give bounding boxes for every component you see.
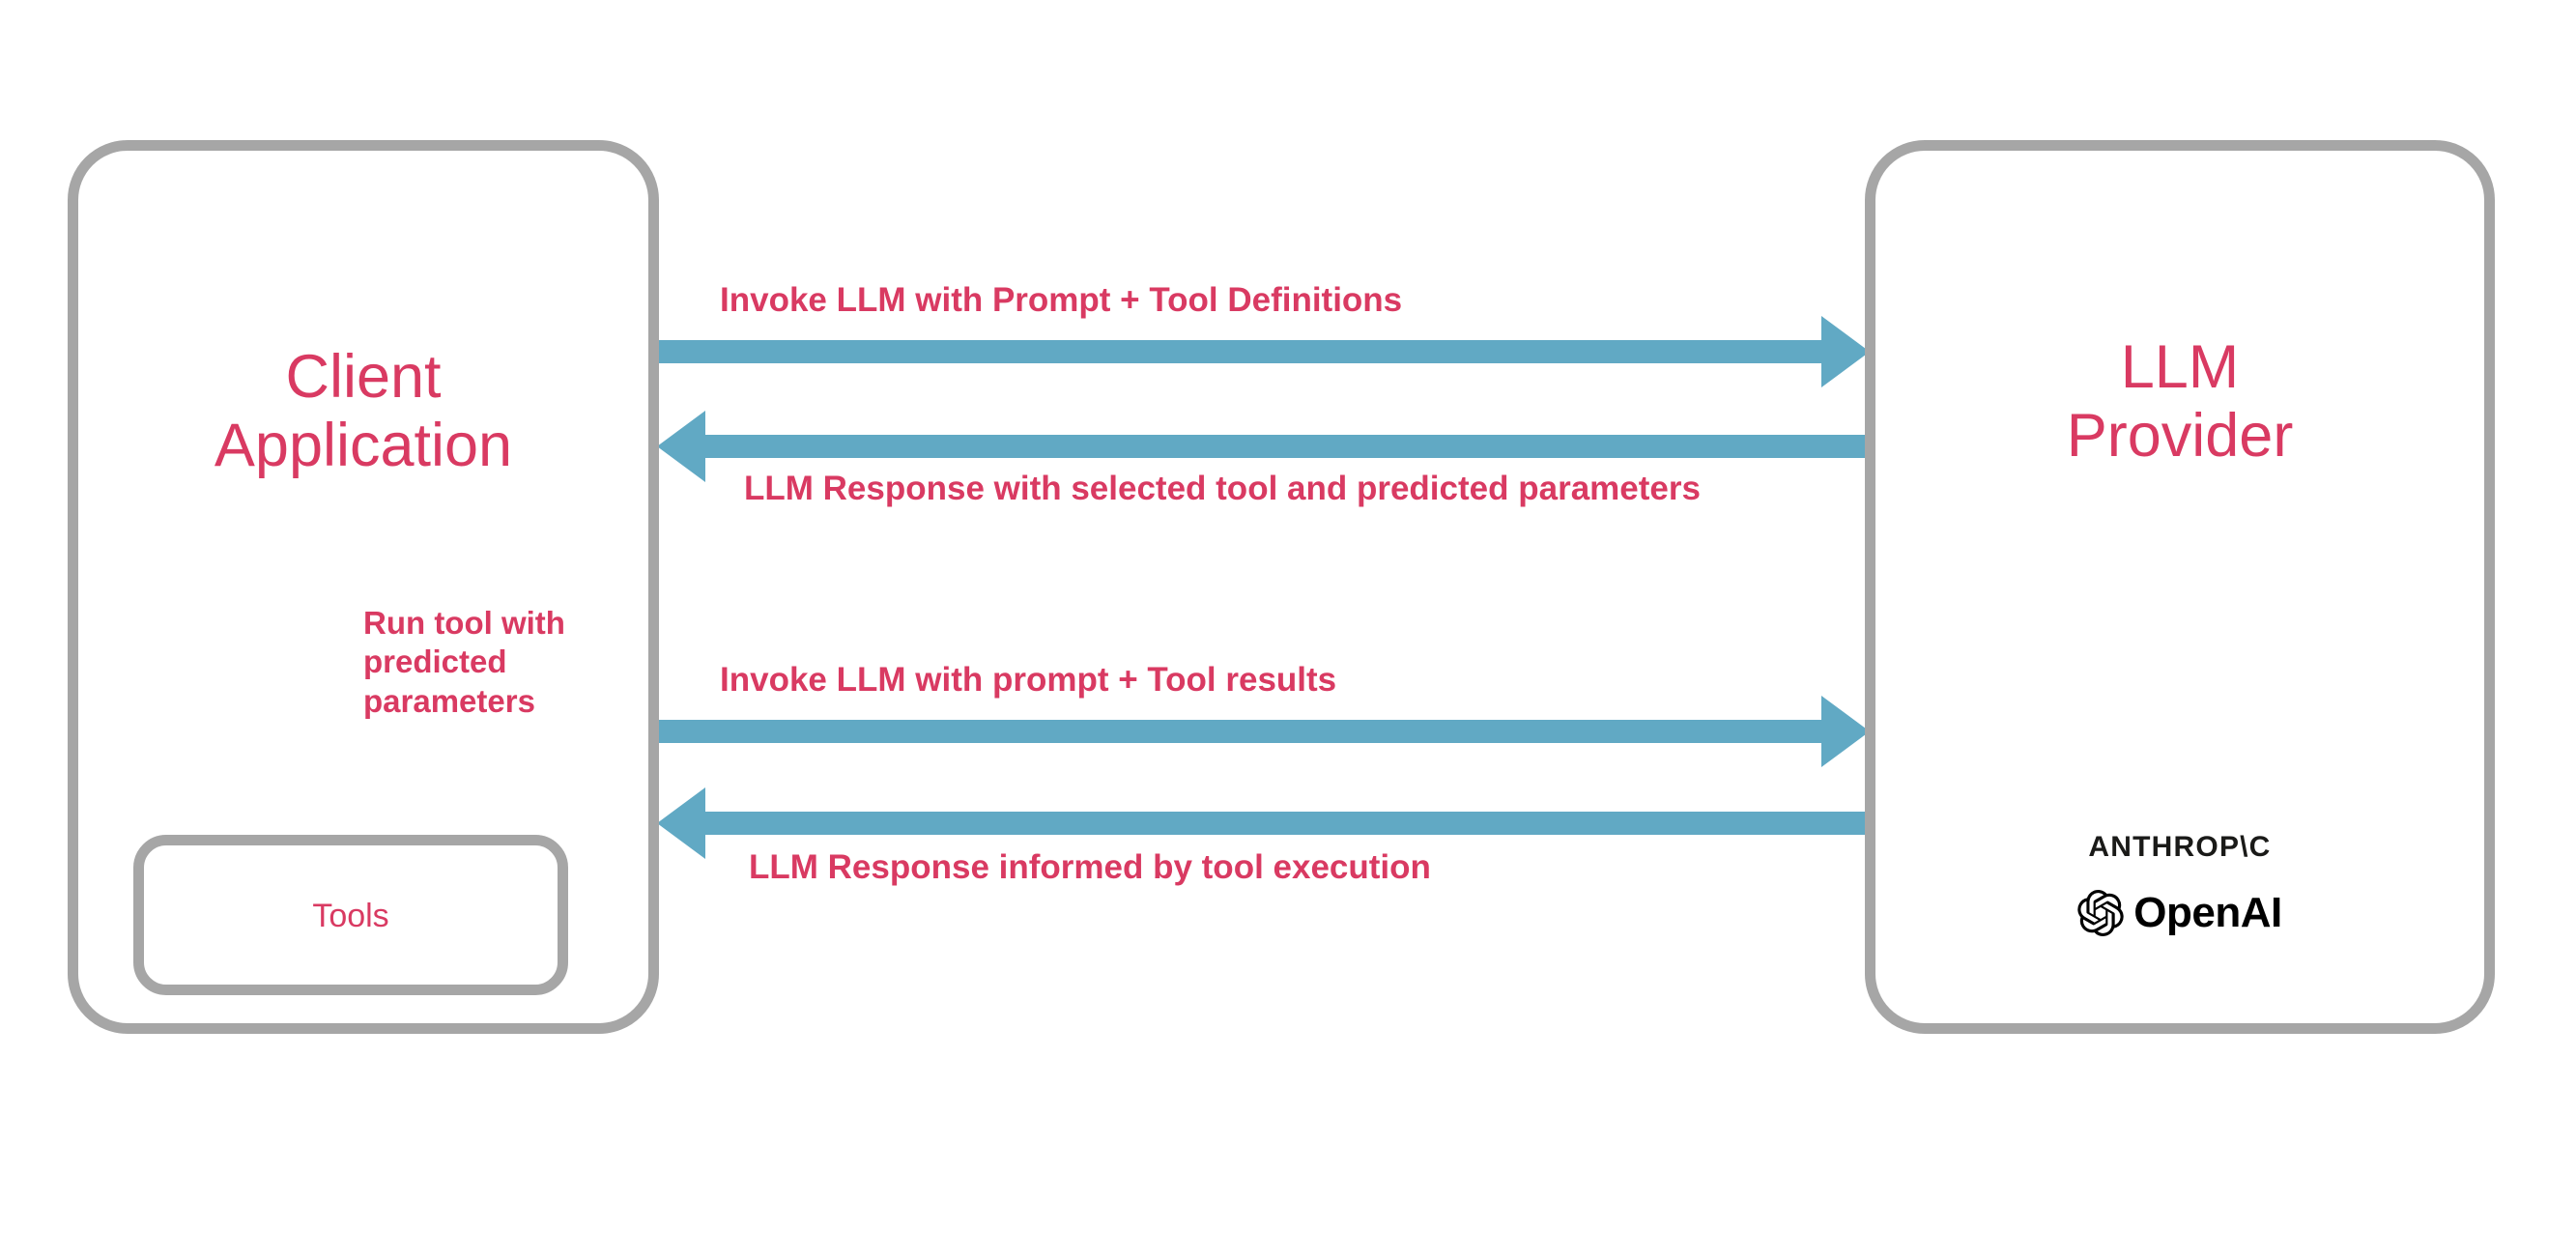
label-run-tool-predicted-parameters: Run tool with predicted parameters [363,605,565,719]
label-invoke-llm-prompt-tool-results: Invoke LLM with prompt + Tool results [720,661,1337,699]
anthropic-logo: ANTHROP\C [2088,831,2272,863]
arrow-invoke-llm-prompt-tool-definitions [659,316,1870,387]
openai-logo: OpenAI [1875,889,2485,937]
label-invoke-llm-prompt-tool-definitions: Invoke LLM with Prompt + Tool Definition… [720,281,1403,319]
arrow-llm-response-selected-tool [657,411,1870,482]
arrow-llm-response-informed-by-tool-execution [657,787,1870,859]
tools-node: Tools [133,835,568,995]
llm-provider-node [1865,140,2495,1034]
tools-label: Tools [312,898,389,934]
client-application-label: Client Application [214,343,513,480]
openai-wordmark: OpenAI [2133,889,2282,936]
label-llm-response-informed-by-tool-execution: LLM Response informed by tool execution [749,848,1431,886]
label-llm-response-selected-tool: LLM Response with selected tool and pred… [744,470,1701,507]
openai-mark-icon [2077,890,2124,936]
arrow-invoke-llm-prompt-tool-results [659,696,1870,767]
llm-provider-label: LLM Provider [2066,333,2294,471]
